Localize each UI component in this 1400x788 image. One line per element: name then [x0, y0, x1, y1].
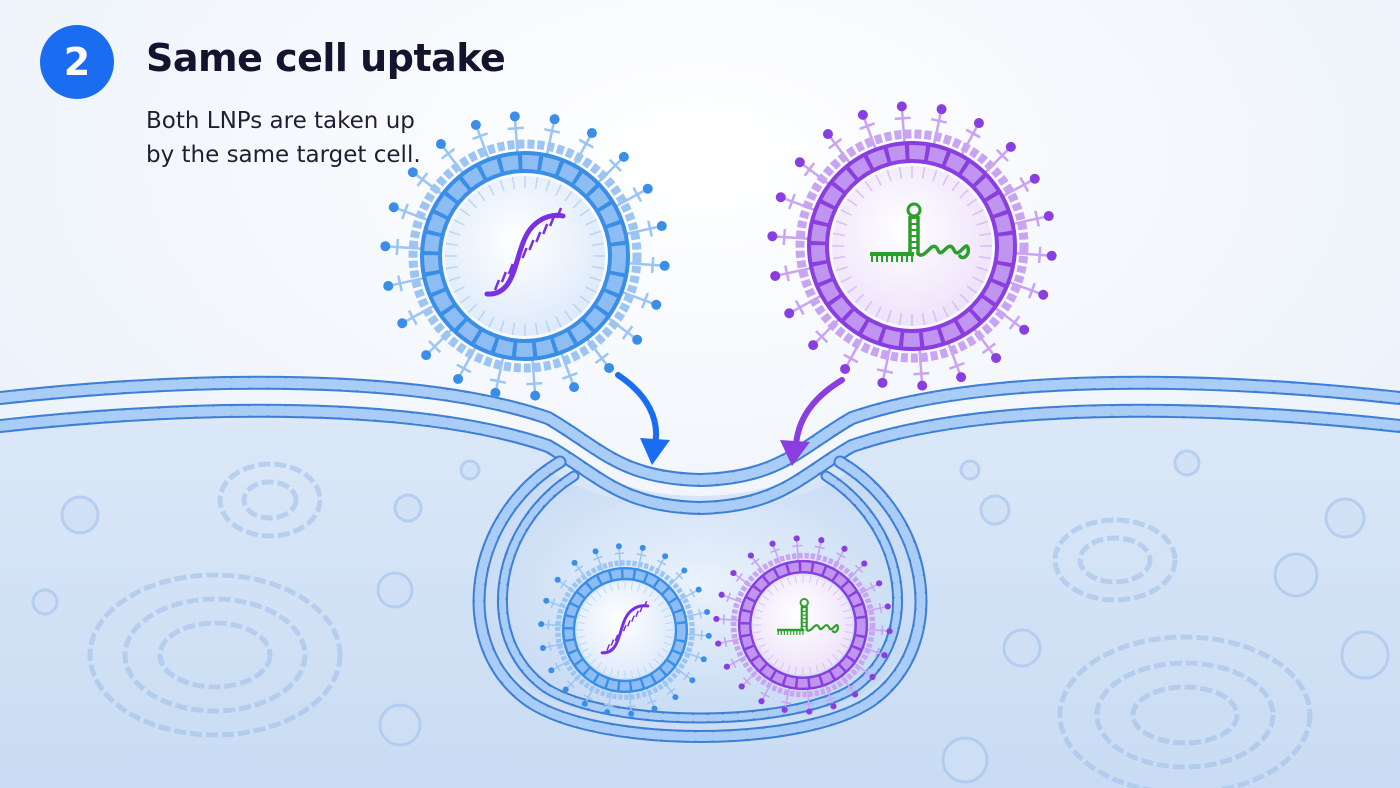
arrow-purple-down-icon	[780, 377, 845, 466]
guide-rna-icon	[776, 598, 839, 635]
page-title: Same cell uptake	[146, 36, 506, 80]
description-line: by the same target cell.	[146, 142, 421, 168]
background-organelles	[87, 461, 1313, 788]
endosome-membrane	[472, 455, 928, 743]
lnp-purple-internalized	[713, 535, 893, 715]
lnp-blue-outside	[380, 111, 670, 401]
description: Both LNPs are taken up by the same targe…	[146, 104, 486, 172]
description-line: Both LNPs are taken up	[146, 108, 415, 134]
step-number-badge: 2	[40, 25, 114, 99]
guide-rna-icon	[870, 202, 971, 262]
mrna-strand-icon	[484, 207, 566, 297]
lnp-purple-outside	[767, 101, 1057, 391]
lnp-blue-internalized	[538, 543, 712, 717]
cell-membrane	[0, 375, 1400, 516]
mrna-strand-icon	[600, 600, 650, 655]
arrow-blue-down-icon	[615, 372, 670, 465]
small-vesicles	[31, 449, 1390, 784]
